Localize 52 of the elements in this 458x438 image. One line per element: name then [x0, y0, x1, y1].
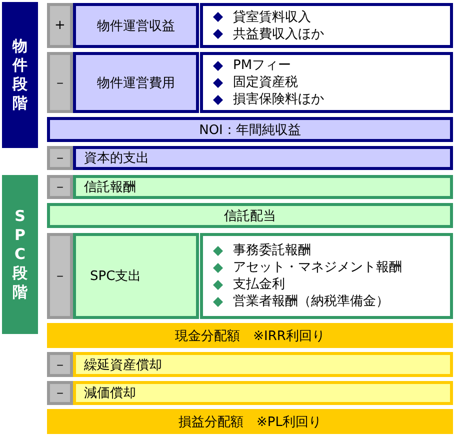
- total-bar: [47, 323, 453, 348]
- stage-label: SPC段階: [12, 207, 28, 302]
- item-label: 資本的支出: [84, 150, 149, 167]
- sign-label: +: [54, 18, 66, 33]
- deduction-bar: [73, 175, 453, 199]
- sign-box: [47, 352, 73, 377]
- item-label: NOI：年間純収益: [199, 122, 301, 138]
- item-label: 損益分配額 ※PL利回り: [178, 414, 322, 430]
- detail-list-box: [200, 52, 453, 113]
- item-label: 現金分配額 ※IRR利回り: [175, 328, 325, 344]
- list-item: 支払金利: [233, 276, 285, 293]
- detail-list-box: [200, 3, 453, 48]
- item-label: 信託配当: [224, 208, 276, 224]
- detail-list-box: [200, 233, 453, 319]
- list-item: PMフィー: [233, 57, 292, 74]
- item-label: 信託報酬: [84, 179, 136, 196]
- total-bar: [47, 409, 453, 434]
- item-box: [73, 3, 199, 48]
- item-label: 減価償却: [84, 385, 136, 402]
- sign-box: [47, 146, 73, 170]
- deduction-bar: [73, 381, 453, 405]
- list-item: 損害保険料ほか: [233, 91, 324, 108]
- stage-band: [2, 175, 38, 334]
- item-label: SPC支出: [90, 268, 142, 285]
- item-label: 物件運営収益: [97, 18, 175, 34]
- list-item: 固定資産税: [233, 74, 298, 91]
- deduction-bar: [73, 146, 453, 170]
- item-box: [73, 52, 199, 113]
- sign-box: [47, 233, 73, 319]
- item-label: 繰延資産償却: [84, 356, 162, 374]
- item-label: 物件運営費用: [97, 74, 175, 92]
- item-box: [73, 233, 199, 319]
- sign-label: －: [54, 385, 66, 402]
- sign-label: －: [54, 150, 66, 167]
- list-item: 営業者報酬（納税準備金）: [233, 293, 389, 310]
- sign-label: －: [54, 74, 66, 92]
- sign-box: [47, 52, 73, 113]
- sign-label: －: [54, 179, 66, 196]
- sign-label: －: [54, 268, 66, 285]
- sign-box: [47, 3, 73, 48]
- list-item: 貸室賃料収入: [233, 8, 311, 26]
- list-item: 事務委託報酬: [233, 242, 311, 259]
- sign-box: [47, 175, 73, 199]
- list-item: アセット・マネジメント報酬: [233, 259, 402, 276]
- stage-label: 物件段階: [12, 37, 28, 113]
- total-bar: [47, 203, 453, 228]
- list-item: 共益費収入ほか: [233, 26, 324, 42]
- deduction-bar: [73, 352, 453, 377]
- sign-label: －: [54, 356, 66, 374]
- stage-band: [2, 2, 38, 148]
- sign-box: [47, 381, 73, 405]
- total-bar: [47, 117, 453, 142]
